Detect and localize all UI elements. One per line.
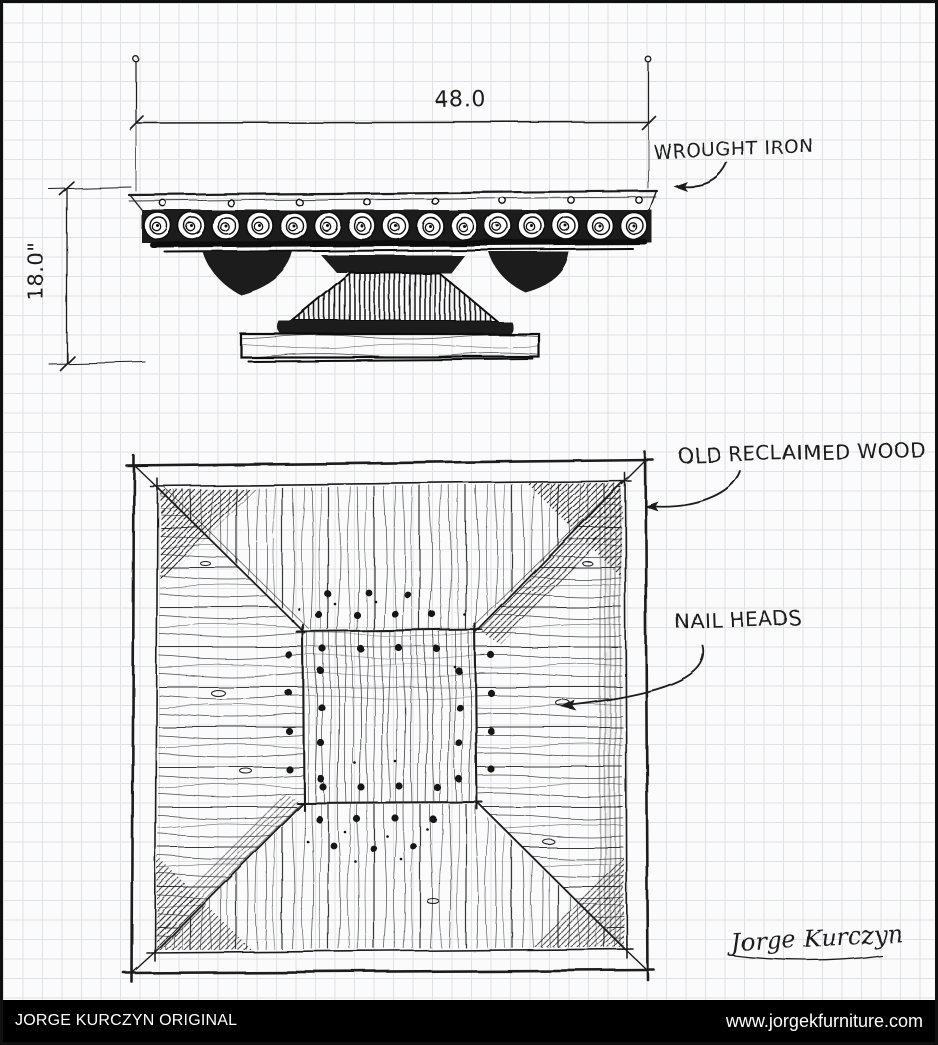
plan-center-panel [295, 622, 484, 812]
old-reclaimed-wood-label: OLD RECLAIMED WOOD [678, 437, 926, 467]
apron-left-corbel [203, 252, 293, 295]
ink-specks [291, 599, 467, 863]
plan-outer-frame [122, 450, 656, 984]
nail-heads-arrow [561, 645, 705, 711]
pedestal [290, 272, 500, 322]
sketch-canvas: 48.0 18.0" [24, 55, 926, 984]
dimension-height [48, 181, 146, 371]
dimension-width [129, 55, 656, 192]
signature: Jorge Kurczyn [725, 920, 904, 961]
footer-banner: JORGE KURCZYN ORIGINAL www.jorgekfurnitu… [3, 1000, 935, 1042]
nail-heads-label: NAIL HEADS [675, 605, 802, 633]
nail-head-dots [285, 588, 495, 852]
wrought-iron-arrow [673, 162, 728, 191]
plan-inner-frame [146, 472, 634, 962]
wood-knots [199, 560, 593, 904]
wrought-iron-label: WROUGHT IRON [653, 136, 815, 164]
plan-view [122, 450, 656, 984]
apron-right-corbel [489, 252, 569, 292]
elevation-view [127, 189, 659, 362]
footer-website-url: www.jorgekfurniture.com [725, 1010, 923, 1031]
footer-brand-text: JORGE KURCZYN ORIGINAL [15, 1012, 238, 1029]
height-dimension-label: 18.0" [24, 242, 48, 301]
base-plinth [239, 332, 541, 362]
width-dimension-label: 48.0 [435, 88, 486, 114]
plan-diagonals [155, 481, 625, 952]
old-reclaimed-wood-arrow [644, 470, 741, 511]
top-bolts [159, 196, 643, 207]
graph-paper: 48.0 18.0" [3, 3, 935, 1000]
pedestal-foot [277, 321, 513, 334]
wrought-iron-band [142, 210, 652, 243]
signature-text: Jorge Kurczyn [725, 920, 903, 957]
apron-center [321, 255, 465, 273]
